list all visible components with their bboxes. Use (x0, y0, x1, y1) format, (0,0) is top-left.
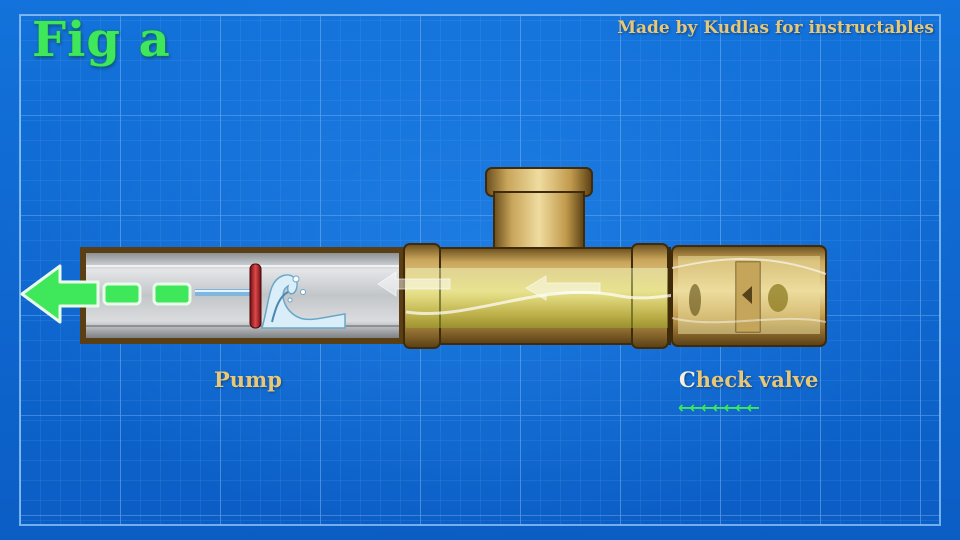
pump-label: Pump (214, 367, 282, 392)
figure-title: Fig a (32, 12, 171, 68)
credit-text: Made by Kudlas for instructables (617, 18, 934, 38)
tee-fitting (403, 167, 761, 349)
piston-rod (195, 289, 255, 296)
check-valve-label-rest: heck valve (695, 367, 819, 392)
flow-arrow-icon (525, 275, 601, 301)
water-splash-icon (261, 274, 346, 329)
flow-direction-arrows: ←←←←←←← (678, 398, 760, 417)
flow-arrow-left-icon (20, 264, 192, 324)
check-valve (671, 245, 827, 347)
check-valve-label-initial: C (679, 367, 696, 392)
flow-arrow-icon (377, 271, 451, 297)
check-valve-label: Check valve (679, 367, 818, 392)
valve-arrow-icon (742, 286, 752, 304)
piston (249, 263, 262, 329)
